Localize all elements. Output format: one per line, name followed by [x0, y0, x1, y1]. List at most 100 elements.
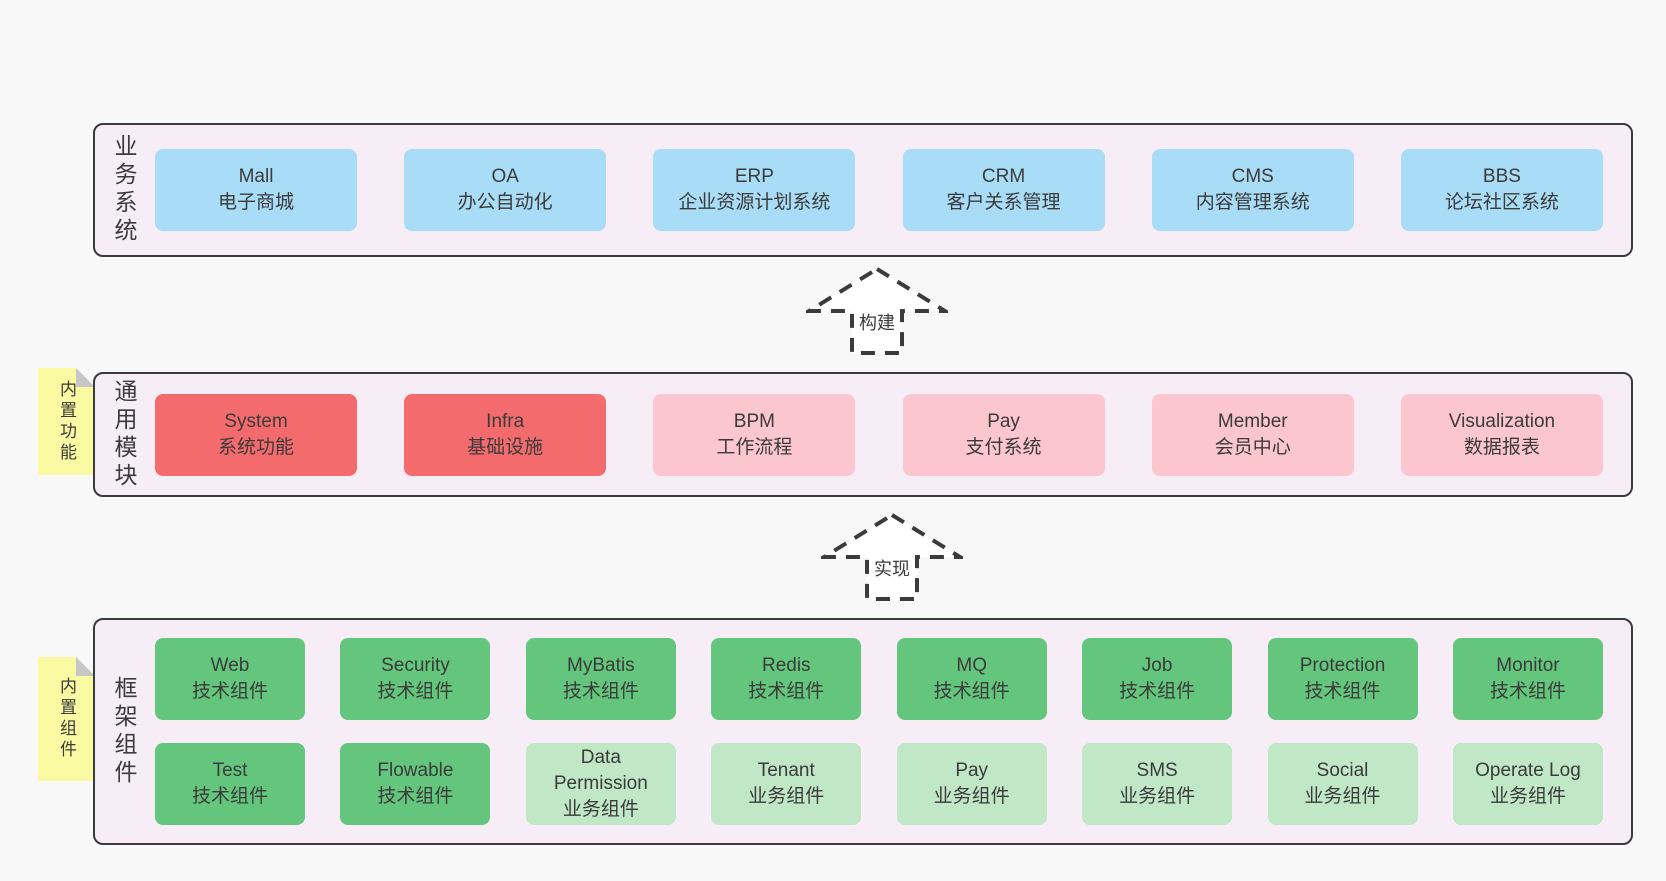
- box-subtitle: 论坛社区系统: [1444, 192, 1559, 213]
- module-box-test: Test 技术组件: [155, 743, 305, 825]
- box-title: System: [224, 410, 288, 432]
- box-subtitle: 工作流程: [716, 436, 793, 458]
- sticky-built-in-components: 内置组件: [38, 657, 95, 781]
- box-title: Tenant: [757, 760, 815, 781]
- box-title: Infra: [486, 410, 525, 432]
- box-subtitle: 客户关系管理: [946, 192, 1061, 213]
- arrow-build: 构建: [806, 266, 948, 356]
- box-title: CRM: [981, 166, 1026, 187]
- box-subtitle: 业务组件: [748, 786, 825, 807]
- module-box-sms: SMS 业务组件: [1082, 743, 1233, 825]
- module-box-protection: Protection 技术组件: [1267, 638, 1418, 720]
- box-subtitle: 技术组件: [748, 681, 825, 702]
- module-box-bpm: BPM 工作流程: [653, 393, 856, 476]
- box-subtitle: 内容管理系统: [1195, 192, 1310, 213]
- module-box-mall: Mall 电子商城: [155, 149, 357, 231]
- module-box-tenant: Tenant 业务组件: [711, 743, 862, 825]
- arrow-implement: 实现: [821, 512, 963, 602]
- module-box-job: Job 技术组件: [1082, 638, 1233, 720]
- arrow-build-label: 构建: [856, 308, 898, 336]
- box-title: Test: [212, 760, 248, 781]
- box-title: Visualization: [1448, 410, 1556, 432]
- module-box-mq: MQ 技术组件: [896, 638, 1047, 720]
- box-subtitle: 技术组件: [1119, 681, 1196, 702]
- box-title: Redis: [761, 655, 811, 676]
- box-subtitle: 业务组件: [562, 799, 639, 820]
- module-box-pay: Pay 支付系统: [902, 393, 1105, 476]
- module-box-member: Member 会员中心: [1151, 393, 1354, 476]
- box-subtitle: 电子商城: [217, 192, 294, 213]
- module-box-mybatis: MyBatis 技术组件: [525, 638, 676, 720]
- box-title: Job: [1141, 655, 1173, 676]
- box-title: MyBatis: [567, 655, 635, 676]
- sticky-built-in-features-label: 内置功能: [57, 379, 76, 464]
- box-title: Security: [381, 655, 450, 676]
- box-title: Mall: [238, 166, 274, 187]
- module-box-pay: Pay 业务组件: [896, 743, 1047, 825]
- module-box-crm: CRM 客户关系管理: [902, 149, 1105, 231]
- box-title: Data Permission: [553, 747, 648, 794]
- box-subtitle: 技术组件: [191, 786, 268, 807]
- box-title: Pay: [987, 410, 1020, 432]
- box-subtitle: 技术组件: [562, 681, 639, 702]
- box-subtitle: 支付系统: [965, 436, 1042, 458]
- module-box-bbs: BBS 论坛社区系统: [1400, 149, 1603, 231]
- box-subtitle: 基础设施: [467, 436, 544, 458]
- module-box-data-permission: Data Permission 业务组件: [525, 743, 676, 825]
- box-title: BBS: [1482, 166, 1521, 187]
- box-title: Member: [1217, 410, 1288, 432]
- module-box-monitor: Monitor 技术组件: [1452, 638, 1603, 720]
- box-title: SMS: [1136, 760, 1178, 781]
- box-title: Social: [1316, 760, 1369, 781]
- band-common-modules-label: 通用模块: [111, 378, 137, 491]
- module-box-infra: Infra 基础设施: [404, 393, 607, 476]
- module-box-social: Social 业务组件: [1267, 743, 1418, 825]
- module-box-web: Web 技术组件: [155, 638, 305, 720]
- box-title: BPM: [733, 410, 775, 432]
- arrow-implement-label: 实现: [871, 554, 913, 582]
- box-title: ERP: [734, 166, 774, 187]
- box-subtitle: 业务组件: [1304, 786, 1381, 807]
- box-subtitle: 技术组件: [377, 786, 454, 807]
- box-subtitle: 办公自动化: [457, 192, 553, 213]
- box-subtitle: 业务组件: [933, 786, 1010, 807]
- box-subtitle: 技术组件: [1304, 681, 1381, 702]
- module-box-redis: Redis 技术组件: [711, 638, 862, 720]
- sticky-built-in-features: 内置功能: [38, 368, 95, 475]
- module-box-security: Security 技术组件: [340, 638, 491, 720]
- box-subtitle: 技术组件: [1489, 681, 1566, 702]
- box-subtitle: 会员中心: [1214, 436, 1291, 458]
- box-subtitle: 数据报表: [1463, 436, 1540, 458]
- module-box-erp: ERP 企业资源计划系统: [653, 149, 856, 231]
- box-subtitle: 企业资源计划系统: [678, 192, 831, 213]
- module-box-visualization: Visualization 数据报表: [1400, 393, 1603, 476]
- box-subtitle: 技术组件: [191, 681, 268, 702]
- box-title: Monitor: [1496, 655, 1560, 676]
- box-title: Protection: [1299, 655, 1386, 676]
- box-subtitle: 技术组件: [377, 681, 454, 702]
- box-title: MQ: [956, 655, 987, 676]
- box-title: Operate Log: [1475, 760, 1581, 781]
- box-title: Web: [210, 655, 250, 676]
- module-box-cms: CMS 内容管理系统: [1151, 149, 1354, 231]
- band-framework-components-label: 框架组件: [111, 675, 137, 788]
- box-subtitle: 业务组件: [1119, 786, 1196, 807]
- sticky-built-in-components-label: 内置组件: [57, 677, 76, 761]
- band-business-systems-label: 业务系统: [111, 134, 137, 246]
- box-subtitle: 技术组件: [933, 681, 1010, 702]
- box-title: CMS: [1231, 166, 1274, 187]
- box-title: Pay: [955, 760, 989, 781]
- box-subtitle: 业务组件: [1489, 786, 1566, 807]
